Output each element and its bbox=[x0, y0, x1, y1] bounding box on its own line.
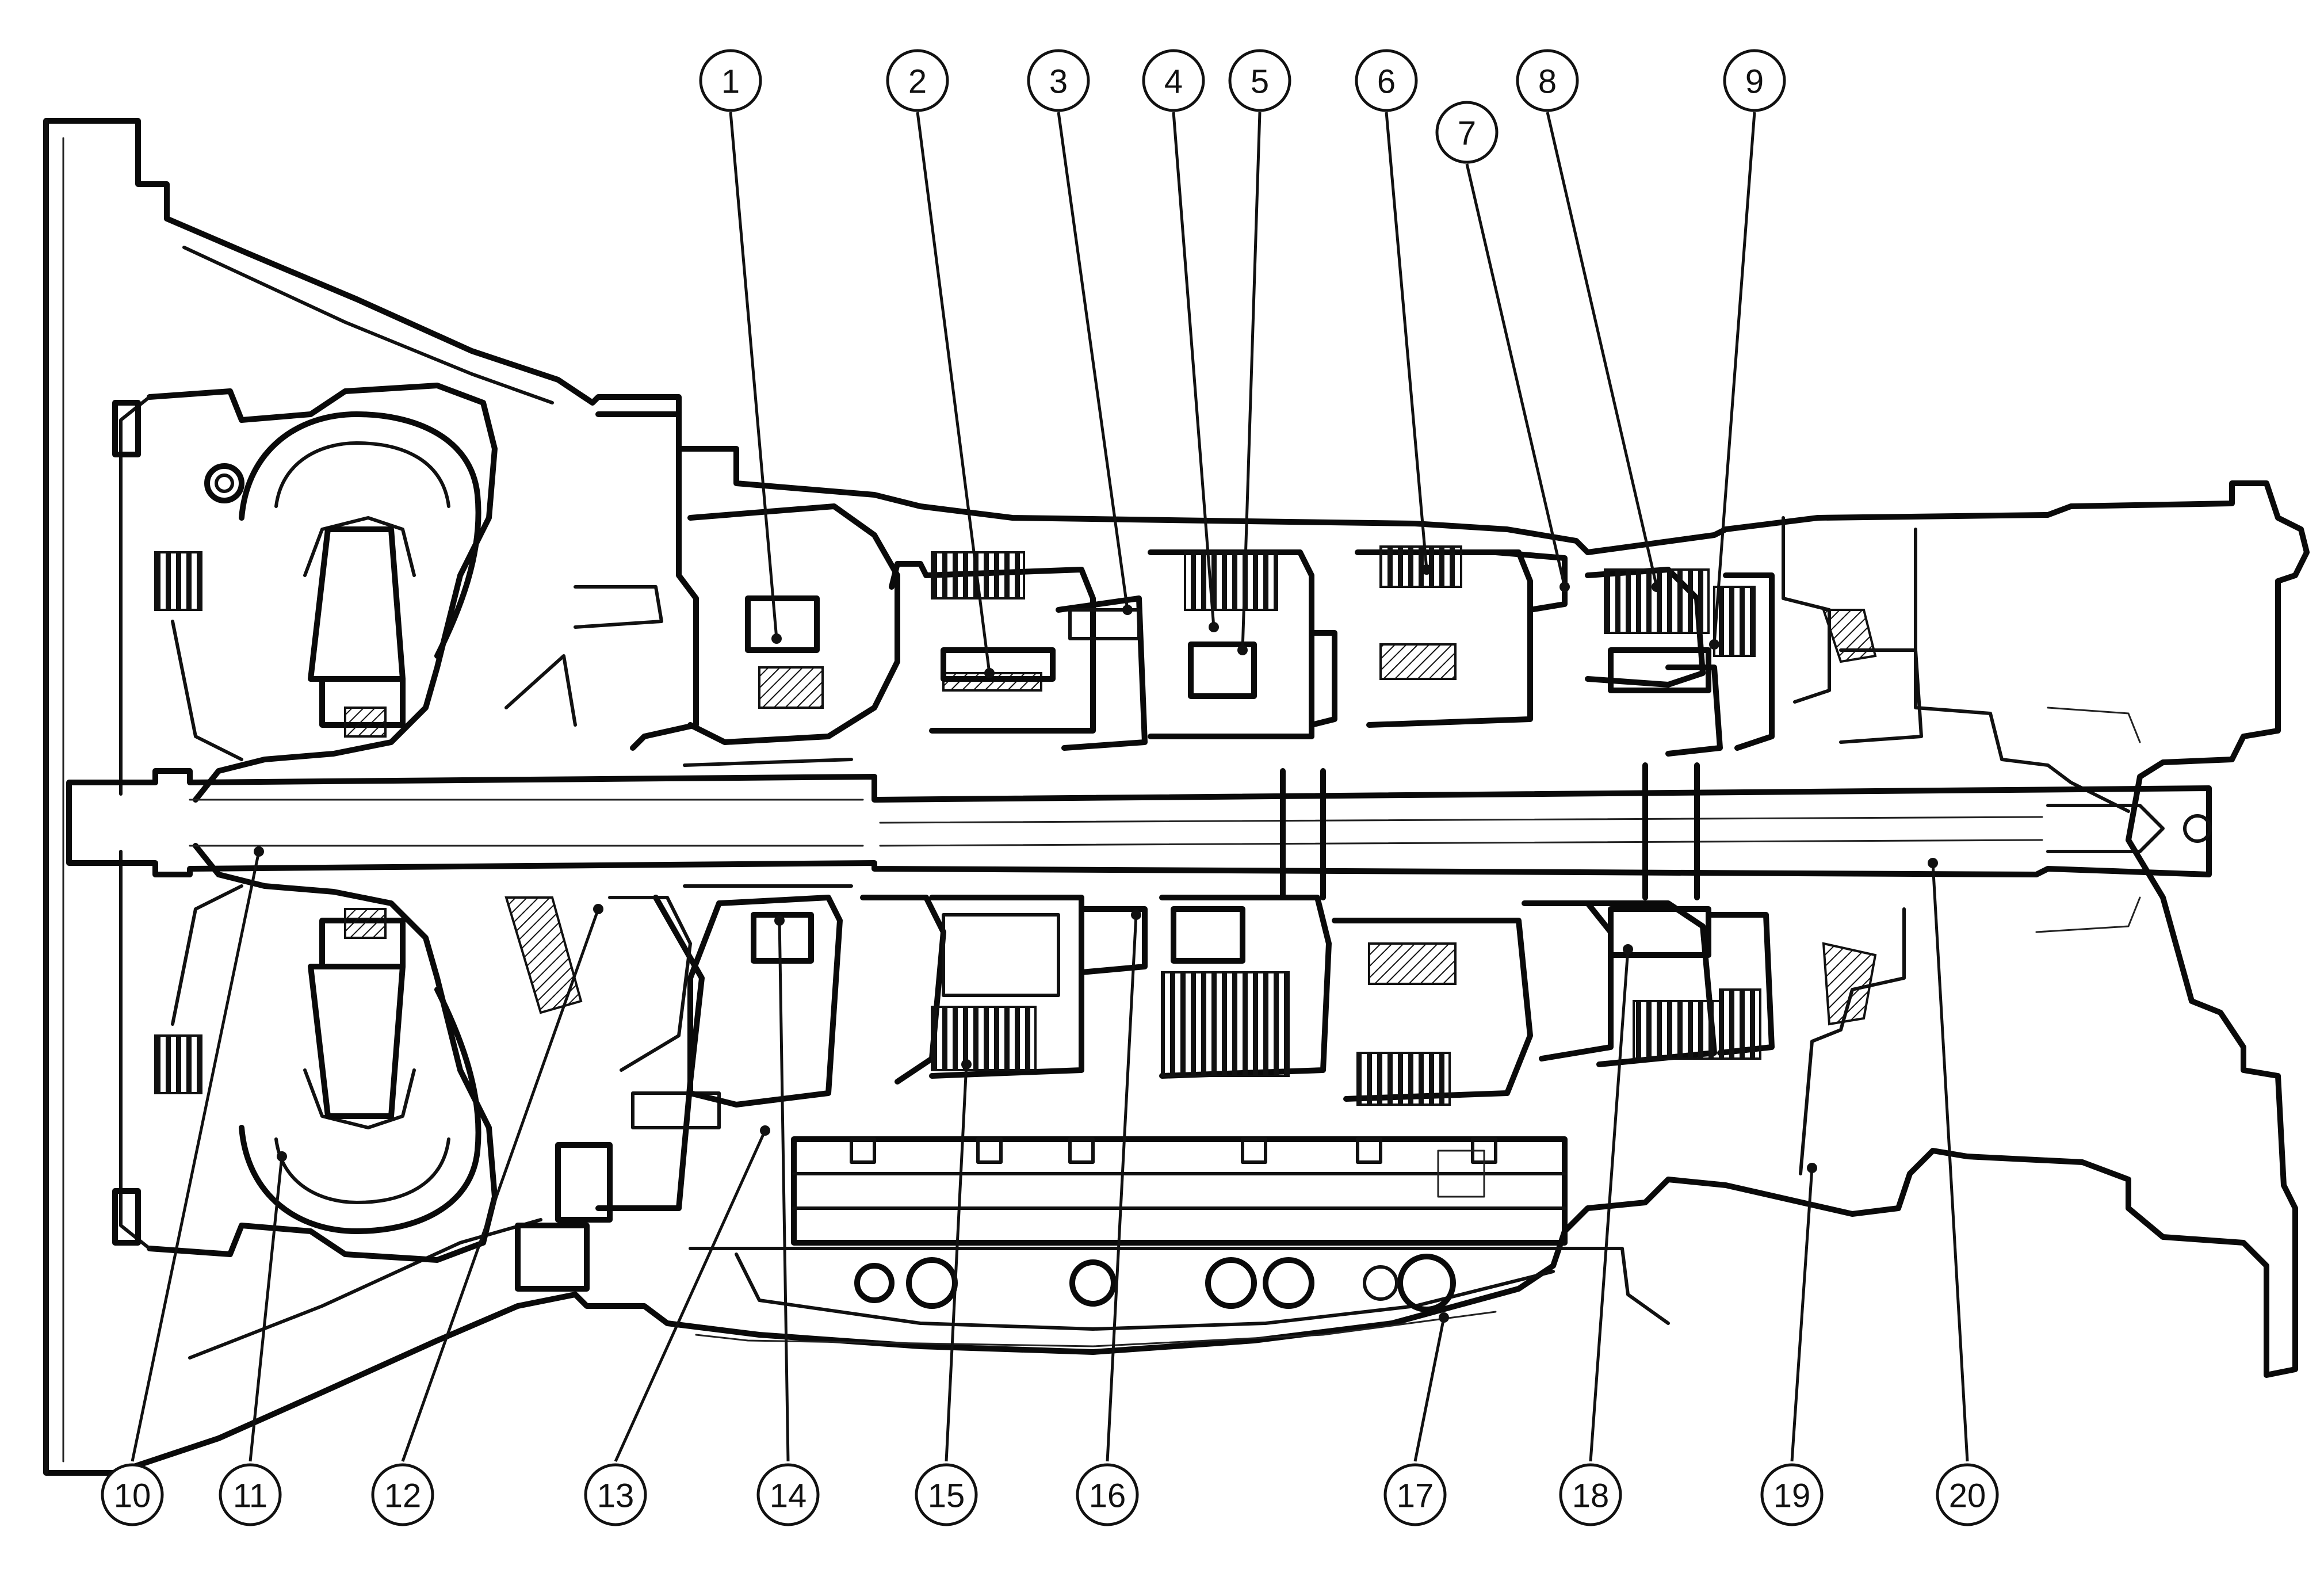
callout-7: 7 bbox=[1435, 101, 1570, 592]
oil-pump bbox=[504, 411, 721, 1292]
callout-19: 19 bbox=[1760, 1163, 1824, 1526]
callout-number: 7 bbox=[1458, 115, 1476, 152]
callout-number: 12 bbox=[384, 1477, 422, 1515]
callout-20: 20 bbox=[1928, 858, 1999, 1526]
callout-6: 6 bbox=[1355, 49, 1432, 575]
callout-circle bbox=[1383, 1463, 1447, 1526]
callout-11: 11 bbox=[219, 1151, 287, 1526]
callout-number: 3 bbox=[1049, 63, 1068, 101]
callout-circle bbox=[1355, 49, 1418, 112]
extension-housing bbox=[1782, 516, 2141, 1175]
callout-circle bbox=[219, 1463, 282, 1526]
callout-18: 18 bbox=[1559, 944, 1633, 1526]
callout-number: 19 bbox=[1773, 1477, 1811, 1515]
callout-circle bbox=[1936, 1463, 1999, 1526]
callout-number: 15 bbox=[928, 1477, 965, 1515]
callout-circle bbox=[1760, 1463, 1824, 1526]
callout-number: 16 bbox=[1089, 1477, 1126, 1515]
callout-number: 14 bbox=[770, 1477, 807, 1515]
callout-circle bbox=[1723, 49, 1786, 112]
callout-8: 8 bbox=[1516, 49, 1662, 592]
callout-number: 20 bbox=[1949, 1477, 1986, 1515]
callout-number: 11 bbox=[233, 1477, 267, 1515]
callout-15: 15 bbox=[915, 1059, 978, 1526]
callout-number: 17 bbox=[1397, 1477, 1434, 1515]
callout-number: 8 bbox=[1538, 63, 1557, 101]
main-shaft bbox=[66, 758, 2212, 900]
callout-circle bbox=[584, 1463, 647, 1526]
callout-circle bbox=[756, 1463, 820, 1526]
callout-number: 18 bbox=[1572, 1477, 1610, 1515]
valve-bolts bbox=[850, 1137, 1497, 1164]
callout-17: 17 bbox=[1383, 1312, 1449, 1526]
callout-layer: 1 2 3 4 5 6 7 bbox=[101, 49, 1999, 1526]
callout-circle bbox=[1435, 101, 1499, 164]
callout-circle bbox=[886, 49, 949, 112]
callout-circle bbox=[1228, 49, 1291, 112]
callout-circle bbox=[699, 49, 762, 112]
callout-2: 2 bbox=[886, 49, 995, 678]
callout-12: 12 bbox=[371, 904, 603, 1526]
callout-4: 4 bbox=[1142, 49, 1219, 632]
callout-number: 4 bbox=[1164, 63, 1183, 101]
callout-number: 10 bbox=[114, 1477, 151, 1515]
callout-circle bbox=[1142, 49, 1205, 112]
callout-number: 6 bbox=[1377, 63, 1396, 101]
torque-converter bbox=[112, 383, 498, 1263]
callout-circle bbox=[1076, 1463, 1139, 1526]
callout-number: 13 bbox=[597, 1477, 634, 1515]
callout-circle bbox=[1516, 49, 1579, 112]
callout-circle bbox=[1559, 1463, 1622, 1526]
callout-circle bbox=[1027, 49, 1090, 112]
callout-13: 13 bbox=[584, 1125, 770, 1526]
callout-3: 3 bbox=[1027, 49, 1133, 615]
callout-circle bbox=[101, 1463, 164, 1526]
callout-14: 14 bbox=[756, 915, 820, 1526]
callout-number: 9 bbox=[1745, 63, 1764, 101]
callout-number: 1 bbox=[721, 63, 740, 101]
callout-circle bbox=[915, 1463, 978, 1526]
callout-9: 9 bbox=[1709, 49, 1786, 650]
gear-train-upper bbox=[687, 503, 1775, 757]
valve-body bbox=[689, 1136, 1670, 1325]
callout-1: 1 bbox=[699, 49, 782, 644]
gear-train-lower bbox=[687, 895, 1775, 1108]
callout-5: 5 bbox=[1228, 49, 1291, 655]
callout-16: 16 bbox=[1076, 910, 1141, 1526]
transmission-housing bbox=[43, 118, 2310, 1476]
callout-circle bbox=[371, 1463, 434, 1526]
callout-number: 5 bbox=[1251, 63, 1269, 101]
callout-10: 10 bbox=[101, 846, 264, 1526]
callout-number: 2 bbox=[908, 63, 927, 101]
